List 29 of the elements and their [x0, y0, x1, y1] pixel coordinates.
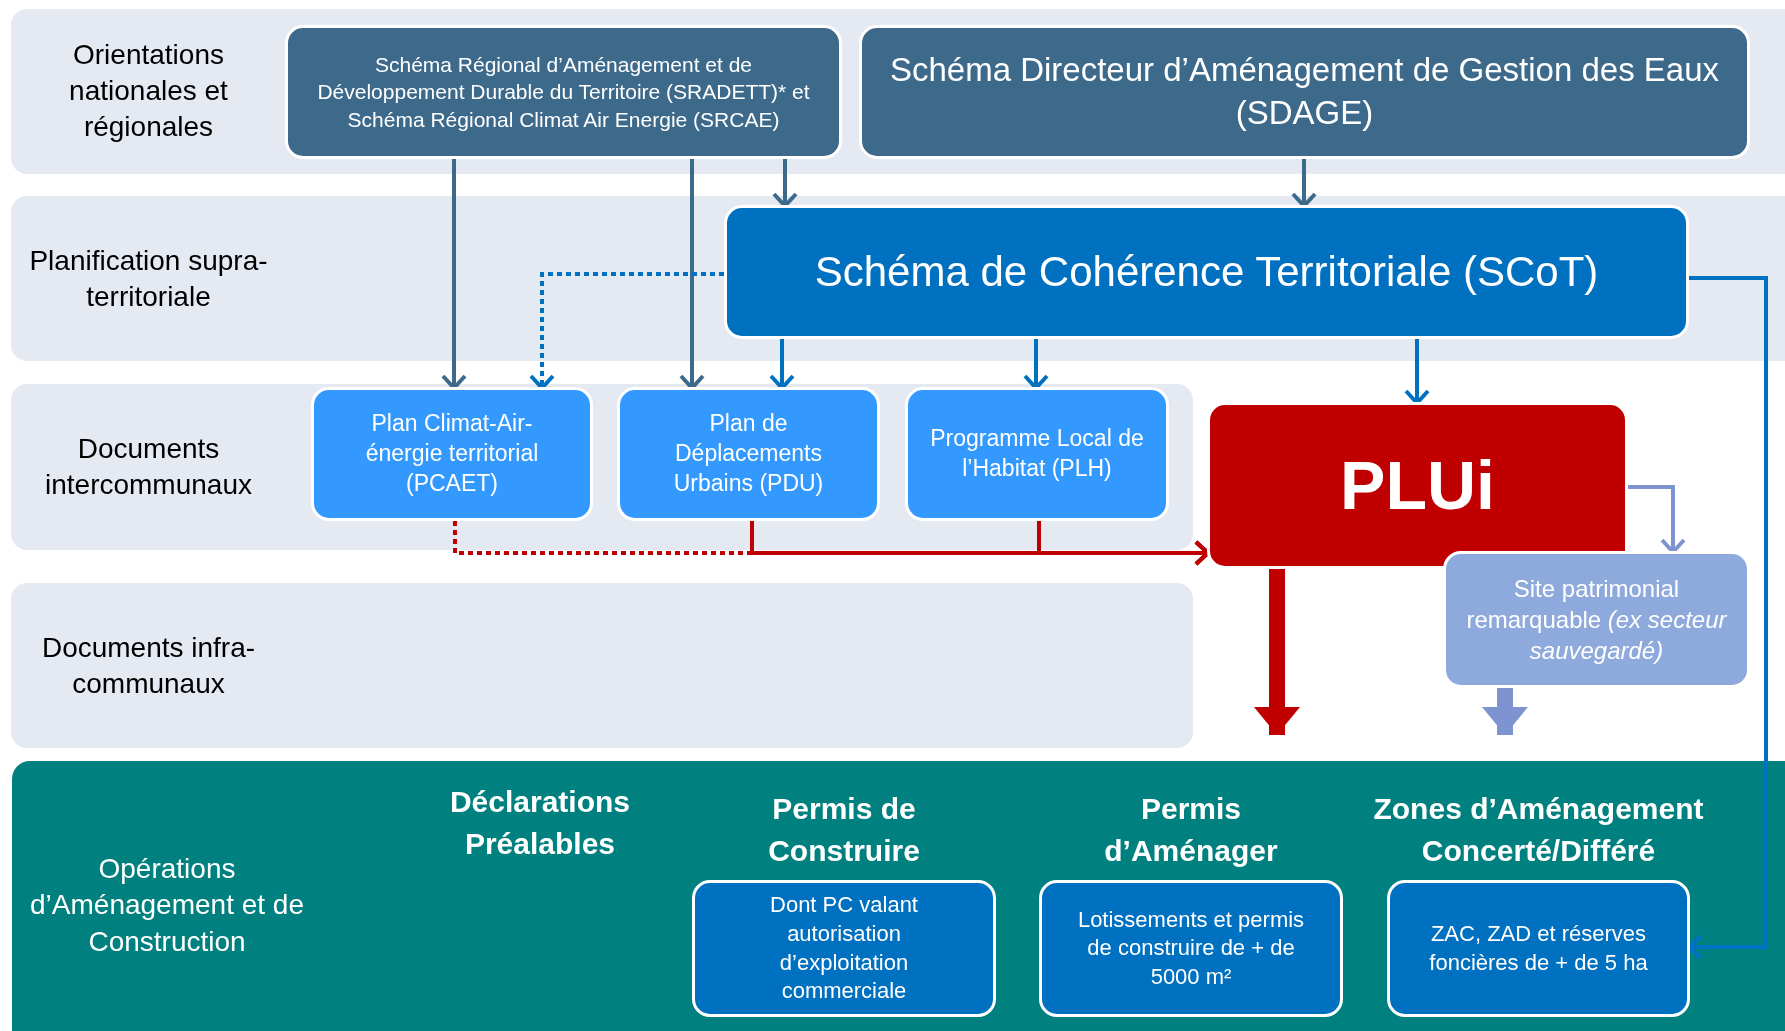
double-arrow — [1482, 688, 1528, 735]
row-label: Planification supra-territoriale — [28, 243, 269, 314]
document-box: Plan de Déplacements Urbains (PDU) — [617, 387, 880, 521]
document-box: Lotissements et permis de construire de + de 5000 m² — [1039, 880, 1343, 1017]
double-arrow — [1254, 569, 1300, 735]
row-band — [11, 583, 1193, 748]
arrow — [1687, 276, 1768, 960]
row-label: Orientations nationales et régionales — [68, 37, 229, 145]
document-box: Schéma de Cohérence Territoriale (SCoT) — [724, 205, 1689, 339]
arrow — [1037, 521, 1210, 566]
document-box: Site patrimonial remarquable (ex secteur sauvegardé) — [1443, 551, 1750, 688]
row-band — [12, 761, 1785, 1031]
document-box: Programme Local de l’Habitat (PLH) — [905, 387, 1169, 521]
column-heading: Permis de Construire — [767, 791, 921, 869]
document-box: Dont PC valant autorisation d’exploitation commerciale — [692, 880, 996, 1017]
document-box: Plan Climat-Air-énergie territorial (PCAET) — [311, 387, 593, 521]
row-label: Documents intercommunaux — [44, 431, 253, 502]
row-band — [11, 9, 1785, 174]
row-band — [11, 384, 1193, 550]
row-label: Documents infra-communaux — [40, 630, 257, 701]
plan-box: PLUi — [1207, 402, 1628, 569]
column-heading: Zones d’Aménagement Concerté/Différé — [1372, 791, 1705, 869]
document-box: ZAC, ZAD et réserves foncières de + de 5 ha — [1387, 880, 1690, 1017]
row-band — [11, 196, 1785, 361]
row-label: Opérations d’Aménagement et de Construction — [29, 852, 305, 960]
column-heading: Déclarations Préalables — [448, 784, 632, 862]
document-box: Schéma Directeur d’Aménagement de Gestion des Eaux (SDAGE) — [859, 25, 1750, 159]
column-heading: Permis d’Aménager — [1103, 791, 1279, 869]
document-box: Schéma Régional d’Aménagement et de Développement Durable du Territoire (SRADETT)* et Schéma Régional Climat Air Energie (SRCAE) — [285, 25, 842, 159]
